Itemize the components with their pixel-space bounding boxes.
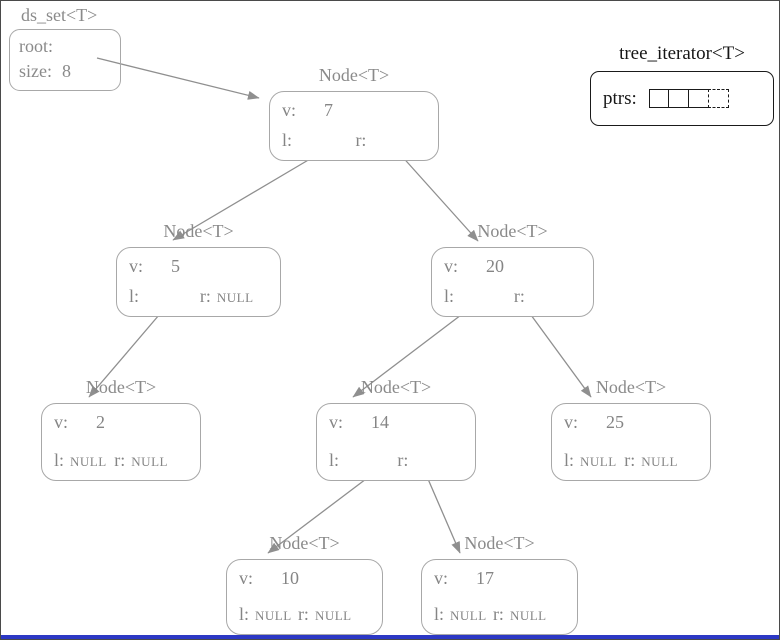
r-label: r: — [199, 286, 211, 306]
tree-iterator-box: ptrs: — [590, 71, 774, 126]
v-value: 20 — [486, 256, 505, 276]
r-label: r: — [513, 286, 525, 306]
node-value-row: v: 2 — [54, 412, 188, 433]
tree-node-25: Node<T> v: 25 l: NULL r: NULL — [551, 377, 711, 481]
r-label: r: — [397, 450, 409, 470]
l-label: l: — [434, 604, 445, 624]
v-value: 10 — [281, 568, 300, 588]
l-value: NULL — [70, 454, 107, 469]
node-type-label: Node<T> — [464, 533, 535, 553]
v-label: v: — [239, 568, 254, 588]
l-value: NULL — [580, 454, 617, 469]
l-label: l: — [444, 286, 455, 306]
ptrs-label: ptrs: — [603, 87, 637, 109]
node-pointer-row: l: NULL r: NULL — [434, 604, 565, 625]
ptr-cell — [648, 89, 670, 108]
ptr-cell — [668, 89, 690, 108]
tree-node-7: Node<T> v: 7 l: r: — [269, 65, 439, 161]
r-label: r: — [297, 604, 309, 624]
v-label: v: — [129, 256, 144, 276]
r-label: r: — [355, 130, 367, 150]
size-field: size: 8 — [19, 59, 111, 84]
l-label: l: — [282, 130, 293, 150]
tree-node-20: Node<T> v: 20 l: r: — [431, 221, 594, 317]
node-pointer-row: l: r: — [444, 286, 581, 307]
tree-node-5: Node<T> v: 5 l: r: NULL — [116, 221, 281, 317]
node-pointer-row: l: r: — [282, 130, 426, 151]
l-label: l: — [239, 604, 250, 624]
tree-node-14: Node<T> v: 14 l: r: — [316, 377, 476, 481]
ptrs-array — [648, 89, 729, 108]
size-label: size: — [19, 61, 52, 81]
bottom-blue-bar — [1, 635, 779, 639]
node-type-label: Node<T> — [318, 65, 390, 85]
v-value: 25 — [606, 412, 625, 432]
node-pointer-row: l: r: NULL — [129, 286, 268, 307]
v-label: v: — [329, 412, 344, 432]
r-label: r: — [624, 450, 636, 470]
r-value: NULL — [641, 454, 678, 469]
v-label: v: — [434, 568, 449, 588]
tree-node-2: Node<T> v: 2 l: NULL r: NULL — [41, 377, 201, 481]
node-pointer-row: l: NULL r: NULL — [564, 450, 698, 471]
node-type-label: Node<T> — [595, 377, 667, 397]
r-label: r: — [492, 604, 504, 624]
tree-iterator-title: tree_iterator<T> — [619, 43, 745, 64]
r-value: NULL — [314, 608, 352, 623]
root-field-label: root: — [19, 36, 53, 56]
v-label: v: — [564, 412, 579, 432]
size-value: 8 — [62, 61, 71, 81]
l-label: l: — [329, 450, 340, 470]
l-value: NULL — [450, 608, 487, 623]
node-value-row: v: 5 — [129, 256, 268, 277]
ds-set-box: root: size: 8 — [9, 29, 121, 91]
node-type-label: Node<T> — [477, 221, 548, 241]
node-type-label: Node<T> — [269, 533, 340, 553]
tree-node-17: Node<T> v: 17 l: NULL r: NULL — [421, 533, 578, 635]
l-label: l: — [54, 450, 65, 470]
r-value: NULL — [131, 454, 168, 469]
v-value: 14 — [371, 412, 390, 432]
node-value-row: v: 25 — [564, 412, 698, 433]
node-pointer-row: l: NULL r: NULL — [239, 604, 370, 625]
node-value-row: v: 20 — [444, 256, 581, 277]
l-label: l: — [129, 286, 140, 306]
r-value: NULL — [509, 608, 547, 623]
v-label: v: — [282, 100, 297, 120]
node-value-row: v: 17 — [434, 568, 565, 589]
v-label: v: — [54, 412, 69, 432]
ptr-cell — [688, 89, 710, 108]
v-value: 17 — [476, 568, 495, 588]
v-label: v: — [444, 256, 459, 276]
v-value: 5 — [171, 256, 181, 276]
tree-node-10: Node<T> v: 10 l: NULL r: NULL — [226, 533, 383, 635]
node-value-row: v: 10 — [239, 568, 370, 589]
node-pointer-row: l: r: — [329, 450, 463, 471]
l-label: l: — [564, 450, 575, 470]
r-label: r: — [114, 450, 126, 470]
r-value: NULL — [216, 290, 254, 305]
v-value: 7 — [324, 100, 334, 120]
ptr-cell-dashed — [707, 89, 729, 108]
node-pointer-row: l: NULL r: NULL — [54, 450, 188, 471]
v-value: 2 — [96, 412, 106, 432]
node-value-row: v: 14 — [329, 412, 463, 433]
node-type-label: Node<T> — [163, 221, 234, 241]
l-value: NULL — [255, 608, 292, 623]
ds-set-title: ds_set<T> — [21, 5, 98, 25]
node-value-row: v: 7 — [282, 100, 426, 121]
node-type-label: Node<T> — [360, 377, 432, 397]
node-type-label: Node<T> — [85, 377, 157, 397]
edge-root-to-7 — [96, 57, 260, 100]
